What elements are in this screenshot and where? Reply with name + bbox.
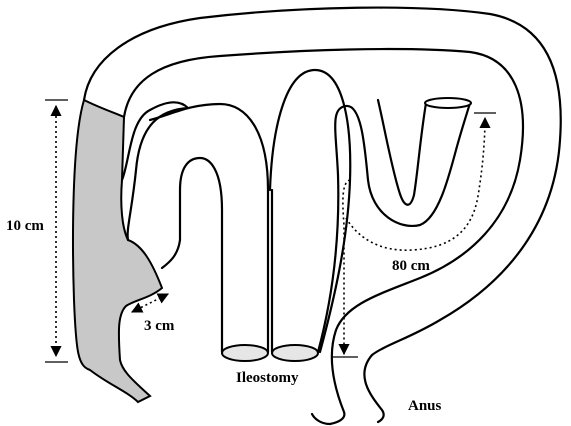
label-ileostomy: Ileostomy	[236, 370, 299, 386]
label-anus: Anus	[408, 398, 442, 414]
label-10cm: 10 cm	[6, 218, 44, 234]
dimension-10cm	[45, 100, 68, 362]
small-bowel-loop-c-inner	[378, 100, 426, 205]
stoma-right	[272, 345, 318, 361]
small-bowel-left-loop	[122, 102, 188, 240]
proximal-lumen-opening	[425, 98, 471, 108]
stoma-left	[222, 345, 268, 361]
label-3cm: 3 cm	[144, 318, 175, 334]
small-bowel-loop-a-inner	[150, 104, 268, 352]
colon-outer-wall	[84, 8, 561, 422]
label-80cm: 80 cm	[392, 258, 430, 274]
shaded-colon-segment	[73, 100, 162, 402]
dimension-80cm	[332, 113, 496, 357]
